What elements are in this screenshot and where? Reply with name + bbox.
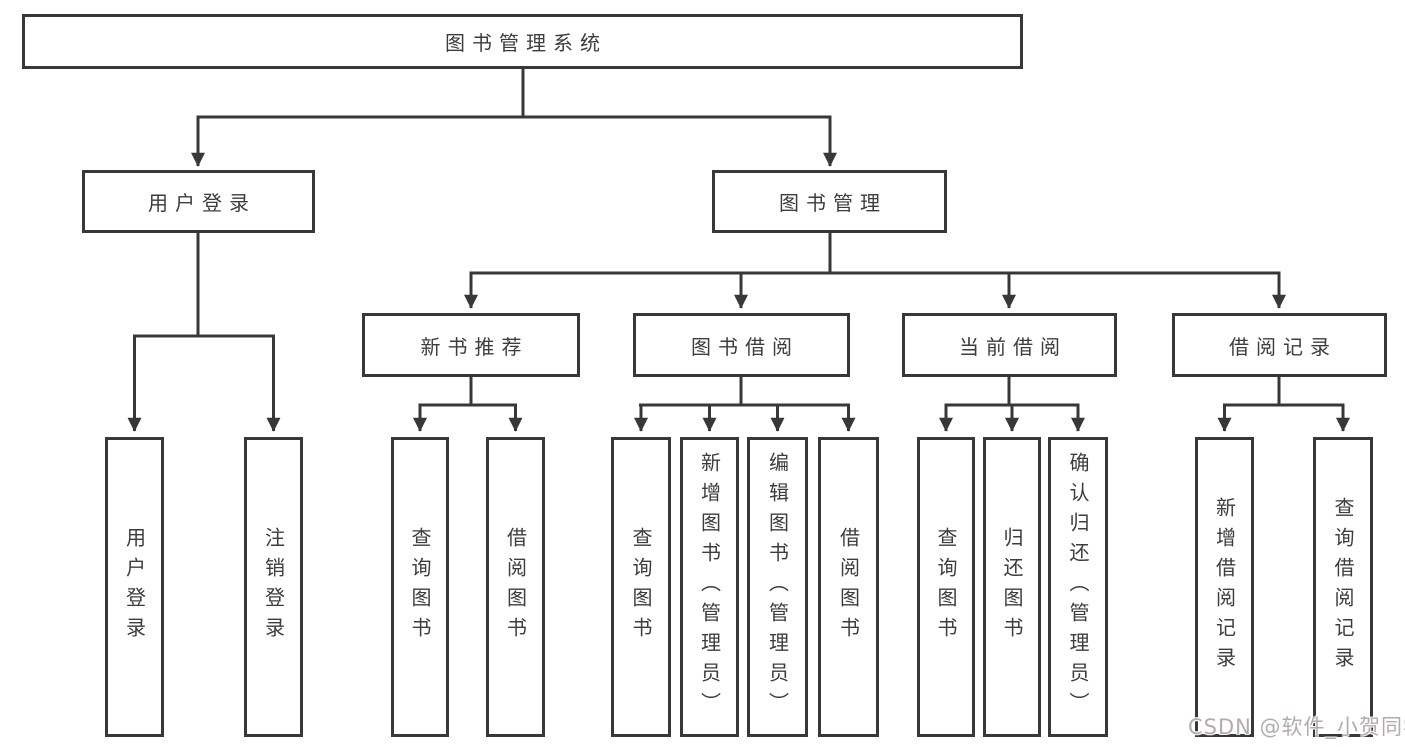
- leaf-return-books: 归还图书: [983, 437, 1041, 737]
- leaf-user-login: 用户登录: [105, 437, 164, 737]
- node-current-borrowing: 当前借阅: [902, 313, 1117, 377]
- node-book-management: 图书管理: [712, 170, 947, 233]
- leaf-recommend-query-books: 查询图书: [391, 437, 449, 737]
- csdn-watermark: CSDN @软件_小贺同学: [1188, 715, 1405, 739]
- leaf-borrow-books: 借阅图书: [818, 437, 879, 737]
- leaf-borrow-query-books: 查询图书: [611, 437, 671, 737]
- leaf-add-books-admin: 新增图书（管理员）: [680, 437, 739, 737]
- leaf-add-borrow-record: 新增借阅记录: [1195, 437, 1254, 737]
- node-user-login: 用户登录: [82, 170, 315, 233]
- node-borrowing-records: 借阅记录: [1172, 313, 1387, 377]
- leaf-logout: 注销登录: [244, 437, 303, 737]
- leaf-recommend-borrow-books: 借阅图书: [486, 437, 545, 737]
- leaf-query-borrow-record: 查询借阅记录: [1313, 437, 1373, 737]
- node-book-borrowing: 图书借阅: [633, 313, 850, 377]
- node-root-system: 图书管理系统: [22, 14, 1023, 69]
- leaf-current-query-books: 查询图书: [917, 437, 975, 737]
- leaf-confirm-return-admin: 确认归还（管理员）: [1048, 437, 1108, 737]
- leaf-edit-books-admin: 编辑图书（管理员）: [747, 437, 808, 737]
- node-new-book-recommendation: 新书推荐: [362, 313, 580, 377]
